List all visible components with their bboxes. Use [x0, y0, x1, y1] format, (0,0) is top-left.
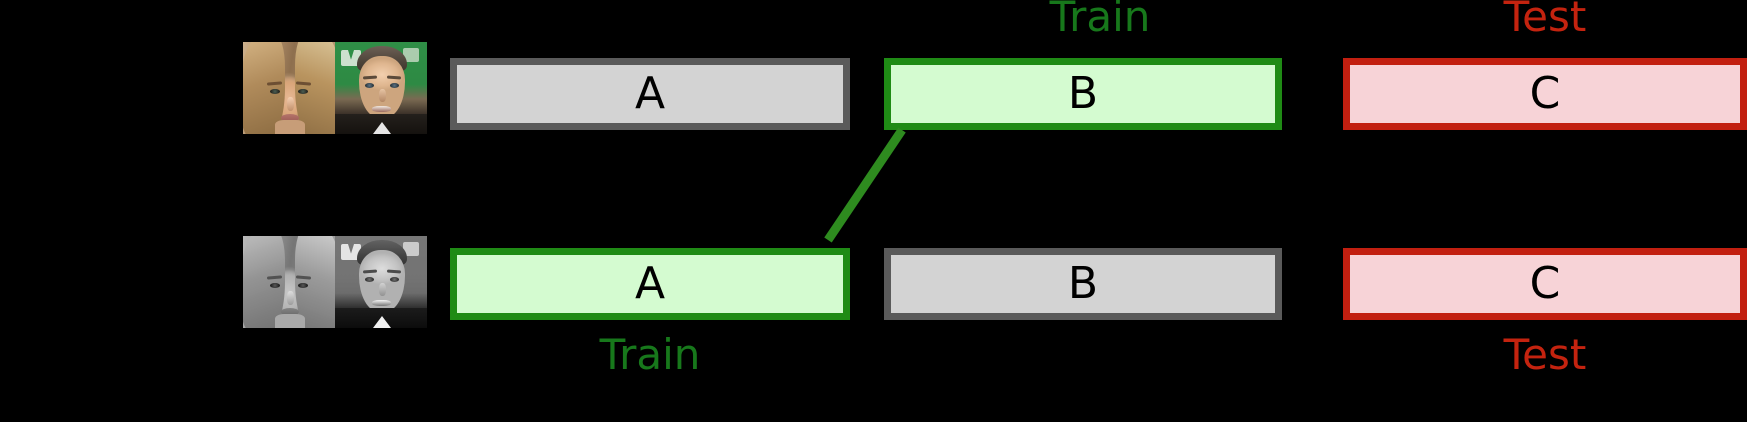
top-row-box-c[interactable]: C [1343, 58, 1747, 130]
bottom-row-box-c-label: C [1529, 258, 1561, 309]
top-row-box-a[interactable]: A [450, 58, 850, 130]
bottom-row-box-b[interactable]: B [884, 248, 1282, 320]
caption-bottom-train: Train [599, 330, 701, 379]
bottom-row-box-b-label: B [1067, 258, 1099, 309]
bottom-row-box-a-label: A [634, 258, 666, 309]
face-woman-gray-icon [243, 236, 335, 328]
face-woman-color-icon [243, 42, 335, 134]
bottom-row-box-a[interactable]: A [450, 248, 850, 320]
top-row-box-b[interactable]: B [884, 58, 1282, 130]
caption-top-test: Test [1503, 0, 1587, 41]
top-row-box-b-label: B [1067, 68, 1099, 119]
face-man-gray-icon [335, 236, 427, 328]
face-man-color-icon [335, 42, 427, 134]
bottom-row-box-c[interactable]: C [1343, 248, 1747, 320]
caption-bottom-test: Test [1503, 330, 1587, 379]
top-row-box-c-label: C [1529, 68, 1561, 119]
caption-top-train: Train [1049, 0, 1151, 41]
thumbnail-pair-color [243, 42, 427, 134]
thumbnail-pair-grayscale [243, 236, 427, 328]
top-row-box-a-label: A [634, 68, 666, 119]
